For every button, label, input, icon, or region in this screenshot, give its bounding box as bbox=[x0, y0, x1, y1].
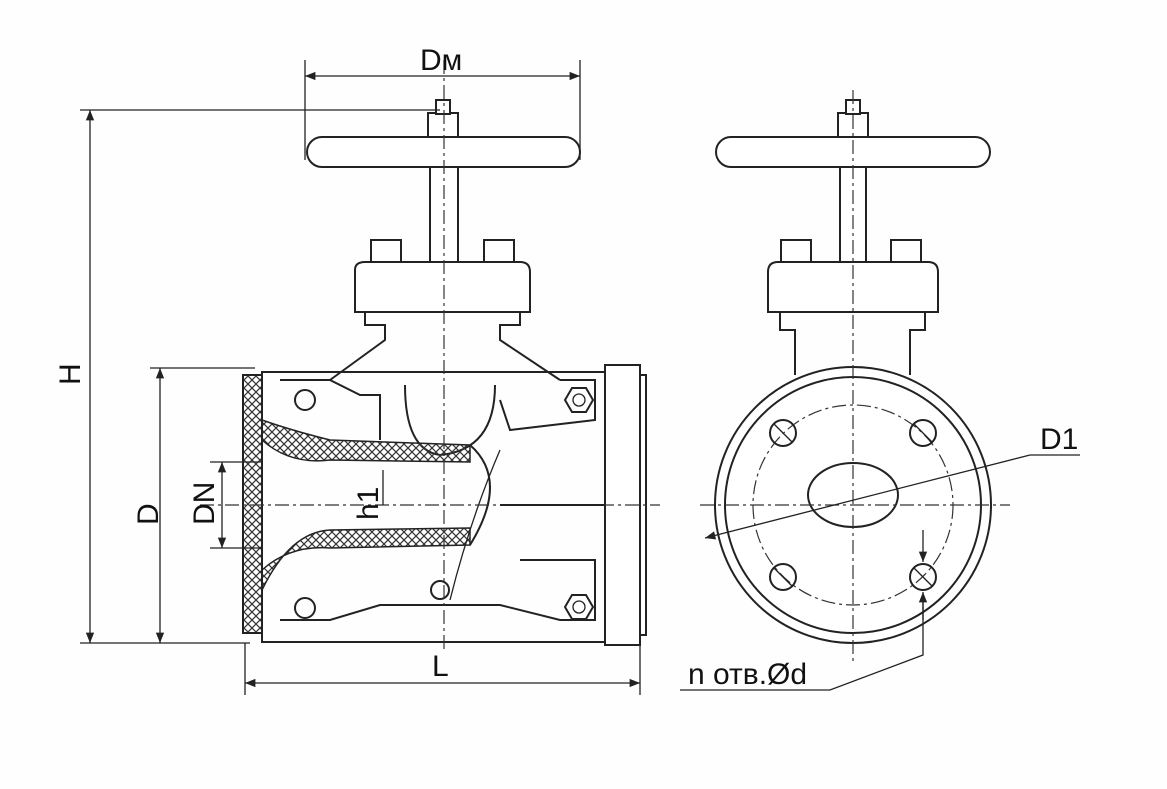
dim-d1-label: D1 bbox=[1040, 423, 1078, 456]
dim-d-label: D bbox=[132, 503, 165, 525]
dim-h1-label: h1 bbox=[352, 487, 385, 520]
dim-holes-label: n отв.Ød bbox=[688, 658, 807, 691]
dim-dn-label: DN bbox=[188, 482, 221, 525]
dim-l-label: L bbox=[432, 650, 449, 683]
dim-h-label: H bbox=[54, 363, 87, 385]
liner-bottom bbox=[261, 527, 471, 591]
left-flange bbox=[242, 374, 263, 634]
dimensions: Dм H D DN h1 L bbox=[54, 44, 641, 695]
bolt-holes bbox=[769, 419, 937, 591]
bolt bbox=[483, 239, 515, 263]
bolt bbox=[370, 239, 402, 263]
stem-nut bbox=[427, 112, 459, 138]
liner-top bbox=[261, 418, 471, 463]
bonnet bbox=[354, 261, 531, 313]
side-view: D1 n отв.Ød bbox=[680, 90, 1080, 691]
dim-dm-label: Dм bbox=[420, 44, 462, 77]
front-view bbox=[200, 60, 660, 650]
